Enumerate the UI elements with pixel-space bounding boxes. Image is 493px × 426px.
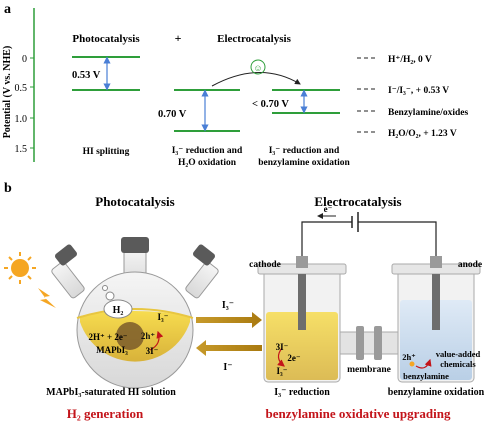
anode-value1: value-added xyxy=(436,349,481,359)
anode-label: anode xyxy=(458,260,482,270)
gap-photo: 0.53 V xyxy=(72,70,101,81)
sun-icon xyxy=(4,252,36,284)
legend-item: H⁺/H₂, 0 V xyxy=(388,55,432,65)
bottom-left-title: H₂ generation xyxy=(67,406,144,421)
photo-levels: 0.53 V xyxy=(72,56,140,91)
tick-label: 0 xyxy=(22,54,27,65)
arrow-label-i: I⁻ xyxy=(223,362,232,373)
anode-cell xyxy=(391,256,481,383)
flask-i3: I₃⁻ xyxy=(158,312,169,322)
caption-hi-splitting: HI splitting xyxy=(83,147,130,157)
smiley-glyph: ☺ xyxy=(253,63,262,73)
plus-sign: + xyxy=(175,31,182,45)
cathode-i3: I₃⁻ xyxy=(277,366,288,376)
flask-mapbi3: MAPbI₃ xyxy=(96,345,128,355)
cathode-label: cathode xyxy=(249,260,281,270)
membrane-connector xyxy=(339,326,399,360)
flask-3i: 3I⁻ xyxy=(146,346,159,356)
lightning-icon xyxy=(38,288,56,308)
caption-2-line1: I₃⁻ reduction and xyxy=(172,146,243,156)
y-axis: 0 0.5 1.0 1.5 Potential (V vs. NHE) xyxy=(2,8,35,162)
photocatalysis-title-b: Photocatalysis xyxy=(95,194,174,209)
legend-item: H₂O/O₂, + 1.23 V xyxy=(388,129,457,139)
caption-3-line2: benzylamine oxidation xyxy=(258,158,350,168)
cathode-2e: 2e⁻ xyxy=(287,353,300,363)
y-axis-title: Potential (V vs. NHE) xyxy=(2,46,13,139)
electrocatalysis-title-b: Electrocatalysis xyxy=(314,194,401,209)
flask-reaction: 2H⁺ + 2e⁻ xyxy=(88,332,127,342)
bottom-right-title: benzylamine oxidative upgrading xyxy=(266,406,451,421)
caption-flask: MAPbI₃-saturated HI solution xyxy=(46,387,176,398)
caption-anode: benzylamine oxidation xyxy=(388,387,485,398)
tick-label: 1.0 xyxy=(15,114,28,125)
photocatalysis-title-a: Photocatalysis xyxy=(72,33,140,45)
caption-2-line2: H₂O oxidation xyxy=(178,158,237,168)
curved-arrow xyxy=(211,72,301,87)
gap-electro-2: < 0.70 V xyxy=(252,99,289,110)
electro-levels-1: 0.70 V xyxy=(158,89,240,132)
circuit xyxy=(301,212,437,263)
anode-benzylamine: benzylamine xyxy=(403,371,449,381)
flask xyxy=(51,237,219,389)
gap-electro-1: 0.70 V xyxy=(158,109,187,120)
legend-item: Benzylamine/oxides xyxy=(388,108,469,118)
flask-h2: H₂ xyxy=(113,305,124,316)
legend: H⁺/H₂, 0 V I⁻/I₃⁻, + 0.53 V Benzylamine/… xyxy=(357,55,469,139)
cathode-3i: 3I⁻ xyxy=(276,342,289,352)
electrocatalysis-title-a: Electrocatalysis xyxy=(217,33,291,45)
tick-label: 0.5 xyxy=(15,83,28,94)
anode-2h: 2h⁺ xyxy=(402,352,415,362)
electron-label: e⁻ xyxy=(324,204,333,214)
legend-item: I⁻/I₃⁻, + 0.53 V xyxy=(388,86,449,96)
tick-label: 1.5 xyxy=(15,144,28,155)
membrane-label: membrane xyxy=(347,365,391,375)
cathode-cell xyxy=(257,256,347,383)
flask-2h: 2h⁺ xyxy=(141,331,156,341)
caption-cathode: I₃⁻ reduction xyxy=(274,387,330,398)
caption-3-line1: I₃⁻ reduction and xyxy=(269,146,340,156)
panel-a-label: a xyxy=(4,2,11,17)
panel-b-label: b xyxy=(4,181,12,196)
arrow-label-i3: I₃⁻ xyxy=(222,300,234,311)
anode-value2: chemicals xyxy=(440,359,476,369)
transfer-arrows xyxy=(196,312,262,356)
electro-levels-2: < 0.70 V xyxy=(252,89,340,114)
smiley-icon xyxy=(250,59,266,75)
